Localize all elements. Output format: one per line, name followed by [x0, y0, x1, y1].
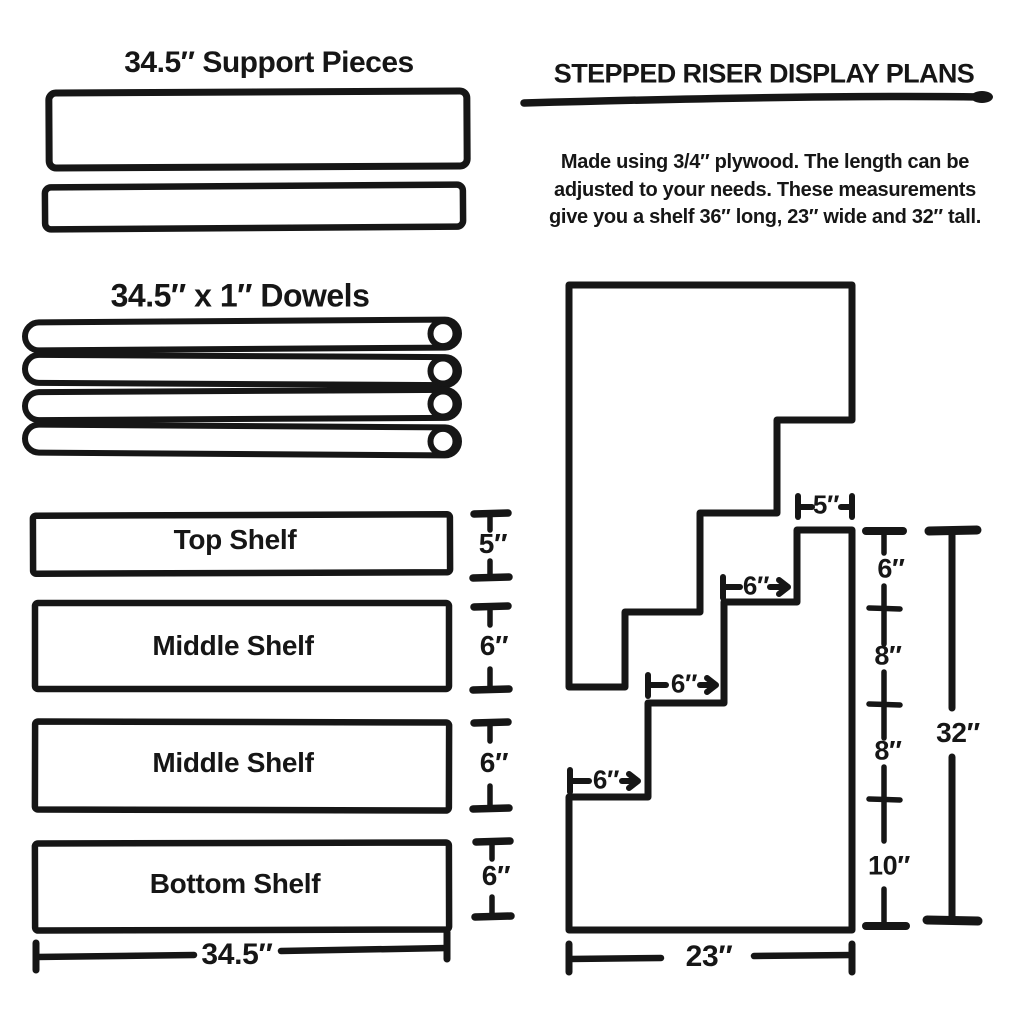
shelf-height-dimensions: [469, 509, 515, 921]
shelves-drawing: [29, 511, 454, 934]
dowel-1-body: [22, 316, 462, 354]
dim-step-depth-upper: [720, 574, 791, 601]
middle-shelf-1-label: Middle Shelf: [152, 630, 314, 661]
middle-shelf-board-1: [31, 599, 453, 693]
riser-height-label-4: 10″: [867, 850, 911, 881]
top-shelf-label: Top Shelf: [173, 524, 297, 555]
total-height-label: 32″: [936, 717, 980, 748]
step-depth-lower-label: 6″: [592, 764, 620, 795]
dowel-3-body: [22, 386, 462, 424]
arrow-right: [776, 577, 791, 597]
riser-side-panel-back-outline: [565, 281, 856, 691]
dowel-4: [22, 421, 462, 459]
dowel-1: [22, 316, 462, 354]
dowel-2: [22, 351, 462, 389]
dim-top-shelf-height: [469, 509, 513, 582]
arrow-right: [704, 675, 719, 695]
step-depth-upper-label: 6″: [742, 570, 770, 601]
middle-shelf-board-2: [31, 718, 453, 814]
dowel-3: [22, 386, 462, 424]
dowel-4-end: [427, 425, 459, 457]
base-width-label: 23″: [685, 940, 733, 973]
description-line-1: Made using 3/4″ plywood. The length can …: [560, 151, 970, 173]
support-pieces-title: 34.5″ Support Pieces: [124, 46, 414, 79]
middle-shelf-2-label: Middle Shelf: [152, 747, 314, 778]
total-height-dimension: [922, 525, 983, 926]
dim-middle-shelf-1-height: [469, 602, 513, 694]
dowel-3-end: [427, 388, 459, 420]
dowel-1-end: [427, 318, 459, 350]
bottom-shelf-label: Bottom Shelf: [149, 868, 321, 899]
page-title: STEPPED RISER DISPLAY PLANS: [553, 58, 975, 89]
dowel-2-end: [427, 355, 459, 387]
riser-height-dimension-chain: [862, 527, 910, 930]
dim-step-depth-lower: [567, 767, 641, 795]
shelf-width-dimension: [32, 928, 451, 974]
riser-side-panel-front-outline: [565, 526, 856, 934]
riser-height-label-3: 8″: [874, 735, 902, 766]
middle-shelf-2-height-label: 6″: [479, 747, 509, 778]
step-depth-dimensions: [567, 493, 855, 795]
bottom-shelf-height-label: 6″: [481, 860, 511, 891]
description-paragraph: Made using 3/4″ plywood. The length can …: [518, 149, 1012, 232]
middle-shelf-1-height-label: 6″: [479, 630, 509, 661]
top-step-depth-label: 5″: [812, 489, 840, 520]
base-width-dimension: [565, 940, 856, 976]
top-shelf-board: [29, 511, 454, 577]
dowel-4-body: [22, 421, 462, 459]
dim-top-step-depth: [795, 493, 855, 520]
description-line-2: adjusted to your needs. These measuremen…: [554, 178, 976, 201]
dim-step-depth-middle: [645, 672, 719, 699]
dowels-title: 34.5″ x 1″ Dowels: [110, 277, 370, 314]
bottom-shelf-board: [31, 839, 453, 934]
support-piece-1: [45, 87, 471, 172]
underline-end-blob: [971, 91, 993, 103]
description-line-3: give you a shelf 36″ long, 23″ wide and …: [549, 206, 981, 228]
shelf-width-label: 34.5″: [201, 938, 273, 971]
riser-height-label-1: 6″: [877, 553, 905, 584]
dim-bottom-shelf-height: [471, 837, 515, 921]
dowel-2-body: [22, 351, 462, 389]
dowels-drawing: [22, 316, 462, 459]
riser-height-label-2: 8″: [874, 640, 902, 671]
title-underline: [520, 91, 993, 107]
support-piece-2: [41, 181, 467, 233]
top-shelf-height-label: 5″: [478, 528, 508, 559]
dim-middle-shelf-2-height: [469, 718, 513, 813]
step-depth-middle-label: 6″: [670, 668, 698, 699]
arrow-right: [626, 771, 641, 791]
support-pieces-drawing: [41, 87, 471, 233]
